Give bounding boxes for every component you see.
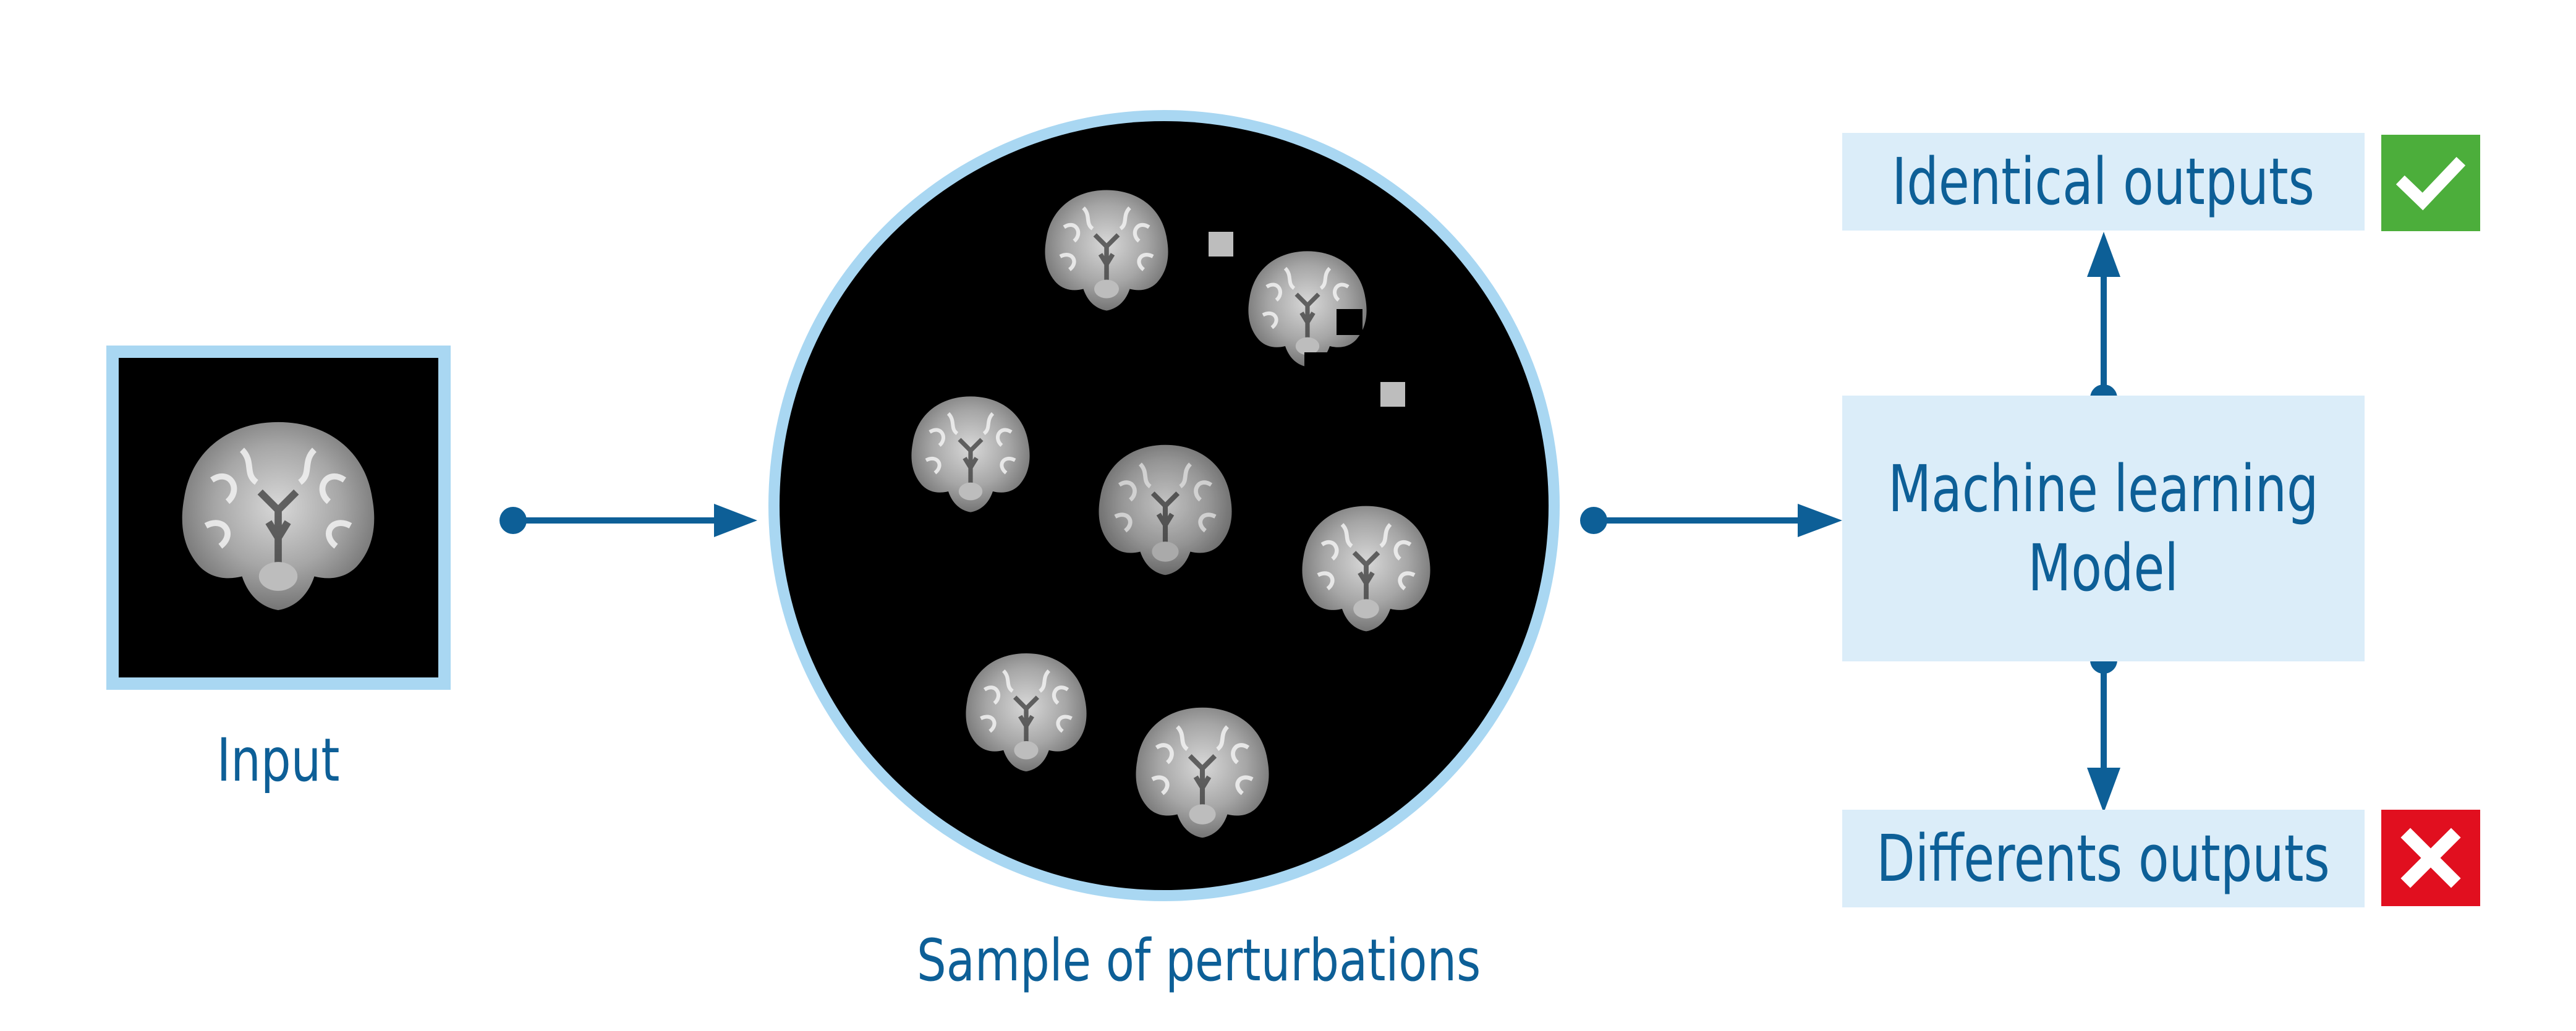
model-label-line-2: Model [2028, 530, 2179, 606]
perturbations-label: Sample of perturbations [917, 927, 1481, 995]
model-box: Machine learning Model [1842, 396, 2365, 661]
checkmark-icon [2381, 135, 2480, 231]
perturbed-brain-samples [911, 190, 1430, 838]
input-label: Input [216, 726, 340, 795]
identical-outputs-label: Identical outputs [1892, 144, 2315, 219]
arrow-input-to-perturbations [499, 504, 757, 537]
arrow-model-to-different [2087, 647, 2120, 813]
identical-outputs-box: Identical outputs [1842, 133, 2365, 231]
arrow-perturbations-to-model [1580, 504, 1842, 537]
different-outputs-label: Differents outputs [1876, 821, 2331, 896]
arrow-model-to-identical [2087, 232, 2120, 412]
cross-icon [2381, 810, 2480, 906]
different-outputs-box: Differents outputs [1842, 810, 2365, 907]
model-label-line-1: Machine learning [1888, 451, 2319, 527]
